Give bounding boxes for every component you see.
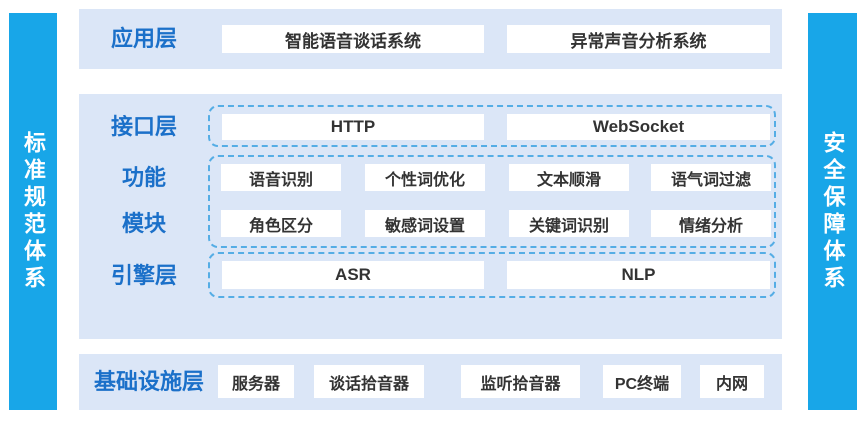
infrastructure-layer-label: 基础设施层: [93, 369, 204, 394]
function-modules-label-line2: 模块: [121, 211, 166, 236]
module-box-personal-word-optimization: 个性词优化: [365, 164, 485, 191]
module-box-filler-word-filter: 语气词过滤: [651, 164, 771, 191]
security-pillar-label: 安全保障体系: [820, 130, 846, 293]
application-layer-band: 应用层 智能语音谈话系统 异常声音分析系统: [79, 9, 782, 69]
infra-box-intranet: 内网: [700, 365, 764, 398]
interface-layer-frame: [208, 105, 776, 147]
infra-box-server: 服务器: [218, 365, 294, 398]
module-box-role-separation: 角色区分: [221, 210, 341, 237]
protocol-box-websocket: WebSocket: [507, 114, 770, 140]
standards-pillar-label: 标准规范体系: [21, 130, 46, 293]
system-box-intelligent-voice: 智能语音谈话系统: [222, 25, 484, 53]
module-box-emotion-analysis: 情绪分析: [651, 210, 771, 237]
engine-box-nlp: NLP: [507, 261, 770, 289]
module-box-sensitive-word-setting: 敏感词设置: [365, 210, 485, 237]
module-box-speech-recognition: 语音识别: [221, 164, 341, 191]
engine-box-asr: ASR: [222, 261, 484, 289]
infrastructure-layer-band: 基础设施层 服务器 谈话拾音器 监听拾音器 PC终端 内网: [79, 354, 782, 410]
engine-layer-frame: [208, 252, 776, 298]
protocol-box-http: HTTP: [222, 114, 484, 140]
platform-band: 接口层 功能 模块 引擎层 HTTP WebSocket 语音识别 个性词优化 …: [79, 94, 782, 339]
infra-box-conversation-microphone: 谈话拾音器: [314, 365, 424, 398]
function-modules-label-line1: 功能: [121, 165, 166, 190]
standards-pillar: 标准规范体系: [9, 13, 57, 410]
infra-box-pc-terminal: PC终端: [603, 365, 681, 398]
module-box-text-smoothing: 文本顺滑: [509, 164, 629, 191]
system-box-abnormal-sound: 异常声音分析系统: [507, 25, 770, 53]
function-modules-frame: [208, 155, 776, 248]
infra-box-monitor-microphone: 监听拾音器: [461, 365, 580, 398]
interface-layer-label: 接口层: [110, 114, 177, 139]
application-layer-label: 应用层: [110, 26, 177, 51]
module-box-keyword-recognition: 关键词识别: [509, 210, 629, 237]
engine-layer-label: 引擎层: [110, 263, 177, 288]
security-pillar: 安全保障体系: [808, 13, 857, 410]
